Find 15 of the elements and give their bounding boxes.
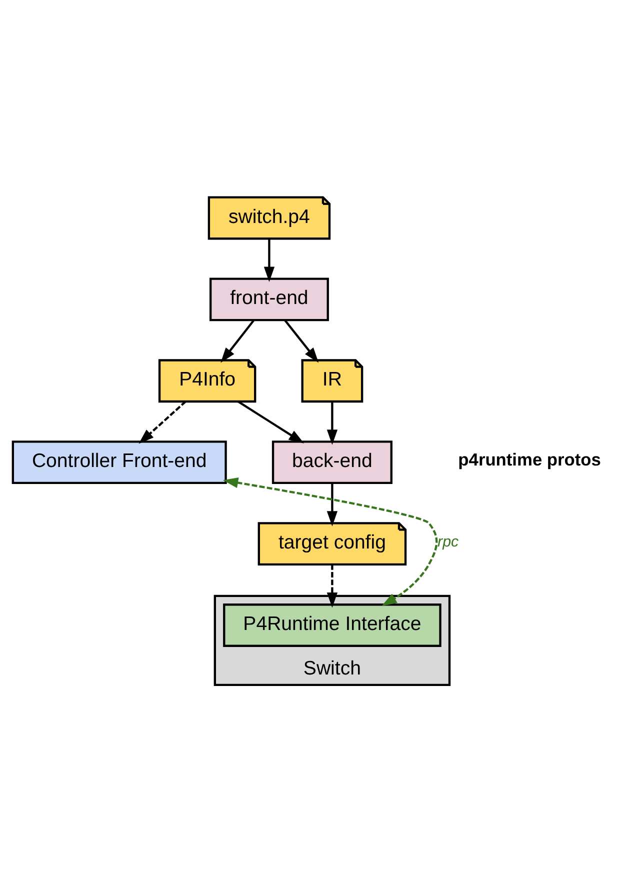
arrow — [138, 400, 186, 444]
arrow — [220, 319, 255, 363]
arrow — [284, 319, 319, 363]
arrow — [326, 402, 338, 445]
arrow — [238, 400, 304, 444]
arrow — [326, 564, 338, 608]
node-box: Controller Front-end — [12, 440, 227, 484]
arrow — [264, 238, 275, 282]
node-box: front-end — [209, 278, 329, 322]
arrow — [326, 483, 338, 526]
node-box: back-end — [272, 440, 392, 484]
arrow — [222, 477, 438, 606]
label: p4runtime protos — [458, 449, 601, 470]
edge-label: rpc — [438, 534, 459, 551]
node-box: P4Runtime Interface — [223, 604, 442, 647]
